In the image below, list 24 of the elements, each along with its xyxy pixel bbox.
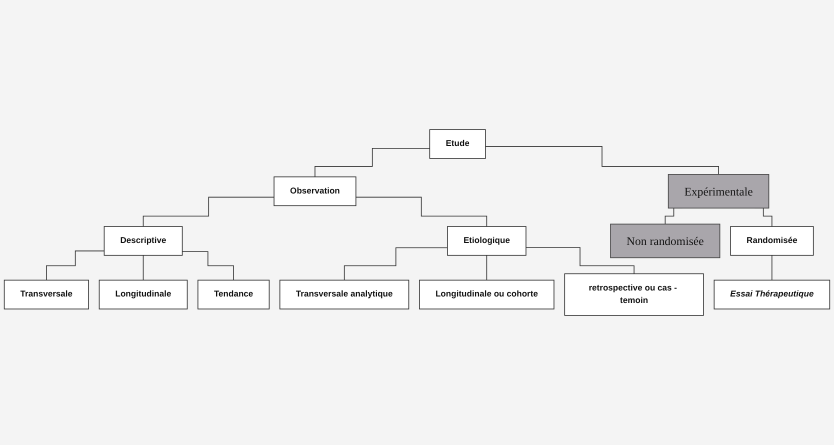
node-box: Etiologique (447, 226, 526, 256)
connector (314, 148, 430, 178)
node-box: Observation (274, 176, 356, 206)
node-box: Longitudinale ou cohorte (419, 280, 554, 310)
node-box: Descriptive (104, 226, 183, 256)
connector (344, 247, 448, 281)
node-box: Expérimentale (668, 174, 770, 208)
node-box: retrospective ou cas - temoin (564, 273, 704, 316)
node-box: Randomisée (730, 226, 814, 256)
connector (485, 146, 719, 175)
node-box: Tendance (198, 280, 270, 310)
node-box: Essai Thérapeutique (714, 280, 830, 310)
node-box: Transversale analytique (279, 280, 410, 310)
connector (142, 254, 144, 281)
node-box: Non randomisée (610, 224, 720, 258)
node-box: Longitudinale (98, 280, 188, 310)
connector (142, 196, 274, 227)
connector (486, 254, 488, 281)
node-box: Transversale (4, 280, 89, 310)
connector (526, 247, 634, 274)
connector (356, 196, 488, 227)
connector (46, 250, 105, 281)
node-box: Etude (429, 129, 486, 159)
connector (182, 251, 234, 281)
